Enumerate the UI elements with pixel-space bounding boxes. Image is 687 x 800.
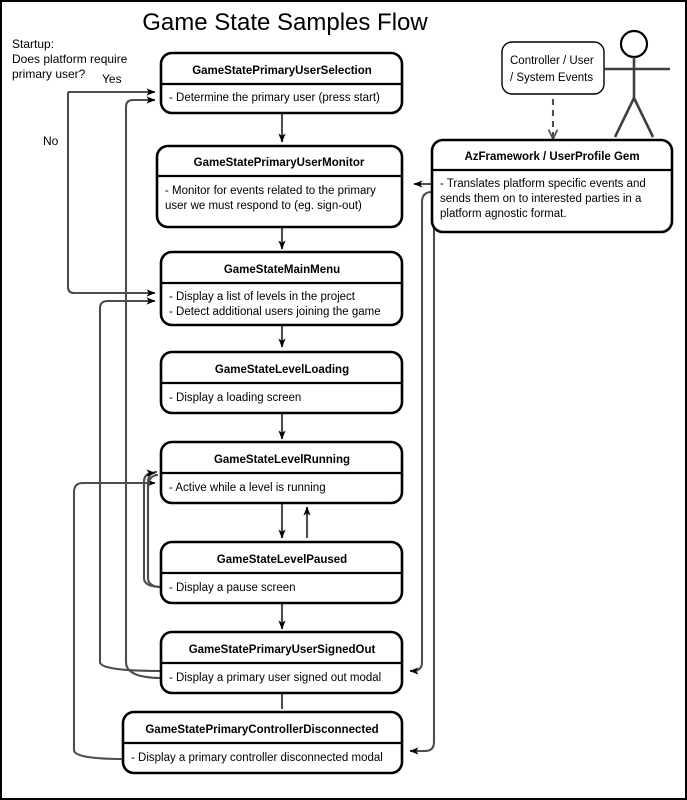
azframework-title: AzFramework / UserProfile Gem bbox=[464, 151, 639, 163]
level-running-title: GameStateLevelRunning bbox=[214, 454, 350, 466]
events-note-line-2: / System Events bbox=[510, 72, 593, 84]
actor-left-leg-icon bbox=[613, 97, 636, 138]
startup-annotation: Startup: Does platform require primary u… bbox=[12, 37, 128, 81]
primary-user-monitor-desc-1: - Monitor for events related to the prim… bbox=[165, 185, 376, 197]
primary-user-monitor-title: GameStatePrimaryUserMonitor bbox=[194, 157, 365, 169]
main-menu-shape bbox=[159, 250, 404, 327]
main-menu-title: GameStateMainMenu bbox=[224, 264, 340, 276]
gamestate-primary-user-monitor[interactable]: GameStatePrimaryUserMonitor - Monitor fo… bbox=[155, 144, 404, 229]
azframework-desc-3: platform agnostic format. bbox=[440, 208, 567, 220]
gamestate-primary-user-signed-out[interactable]: GameStatePrimaryUserSignedOut - Display … bbox=[159, 630, 404, 695]
azframework-desc-2: sends them on to interested parties in a bbox=[440, 193, 642, 205]
controller-disconnected-desc-1: - Display a primary controller disconnec… bbox=[131, 752, 383, 764]
edge-level-paused-to-level-running-left bbox=[142, 469, 163, 589]
gamestate-primary-user-selection[interactable]: GameStatePrimaryUserSelection - Determin… bbox=[159, 51, 404, 115]
startup-line-1: Startup: bbox=[12, 37, 54, 51]
azframework-desc-1: - Translates platform specific events an… bbox=[440, 178, 646, 190]
azframework-box-shape bbox=[430, 138, 674, 234]
controller-disconnected-title: GameStatePrimaryControllerDisconnected bbox=[145, 724, 378, 736]
primary-user-selection-desc-1: - Determine the primary user (press star… bbox=[169, 92, 380, 104]
edge-signed-out-to-main-menu bbox=[98, 297, 163, 673]
primary-user-monitor-shape bbox=[155, 144, 404, 229]
actor-head-icon bbox=[619, 29, 649, 59]
edge-controller-disconnected-to-level-running bbox=[72, 479, 156, 761]
events-note-line-1: Controller / User bbox=[510, 55, 594, 67]
level-loading-desc-1: - Display a loading screen bbox=[169, 392, 301, 404]
gamestate-level-paused[interactable]: GameStateLevelPaused - Display a pause s… bbox=[159, 540, 404, 605]
edge-level-paused-stub bbox=[146, 473, 159, 490]
level-paused-title: GameStateLevelPaused bbox=[217, 554, 347, 566]
primary-user-selection-title: GameStatePrimaryUserSelection bbox=[192, 65, 372, 77]
edge-azframework-to-controller-disconnected bbox=[409, 192, 436, 755]
gamestate-level-loading[interactable]: GameStateLevelLoading - Display a loadin… bbox=[159, 350, 404, 415]
primary-user-monitor-desc-2: user we must respond to (eg. sign-out) bbox=[165, 200, 362, 212]
gamestate-main-menu[interactable]: GameStateMainMenu - Display a list of le… bbox=[159, 250, 404, 327]
edge-label-yes: Yes bbox=[102, 72, 122, 86]
page-title: Game State Samples Flow bbox=[142, 9, 428, 36]
signed-out-title: GameStatePrimaryUserSignedOut bbox=[189, 644, 376, 656]
events-note-shape bbox=[501, 41, 605, 95]
level-running-desc-1: - Active while a level is running bbox=[169, 482, 326, 494]
actor-right-leg-icon bbox=[632, 97, 655, 138]
azframework-userprofile-gem[interactable]: AzFramework / UserProfile Gem - Translat… bbox=[430, 138, 674, 234]
gamestate-primary-controller-disconnected[interactable]: GameStatePrimaryControllerDisconnected -… bbox=[121, 710, 404, 775]
edge-azframework-to-signed-out bbox=[409, 190, 433, 675]
signed-out-desc-1: - Display a primary user signed out moda… bbox=[169, 672, 381, 684]
gamestate-level-running[interactable]: GameStateLevelRunning - Active while a l… bbox=[159, 440, 404, 505]
user-actor bbox=[604, 29, 670, 138]
startup-line-3: primary user? bbox=[12, 67, 86, 81]
edge-label-no: No bbox=[43, 134, 59, 148]
edge-signed-out-to-primary-user-selection bbox=[124, 96, 163, 680]
connector-layer bbox=[66, 88, 553, 761]
main-menu-desc-1: - Display a list of levels in the projec… bbox=[169, 291, 356, 303]
events-note: Controller / User / System Events bbox=[501, 41, 605, 95]
main-menu-desc-2: - Detect additional users joining the ga… bbox=[169, 306, 381, 318]
startup-line-2: Does platform require bbox=[12, 52, 128, 66]
edge-startup-no-to-main-menu bbox=[66, 92, 156, 297]
level-loading-title: GameStateLevelLoading bbox=[215, 364, 349, 376]
level-paused-desc-1: - Display a pause screen bbox=[169, 582, 296, 594]
